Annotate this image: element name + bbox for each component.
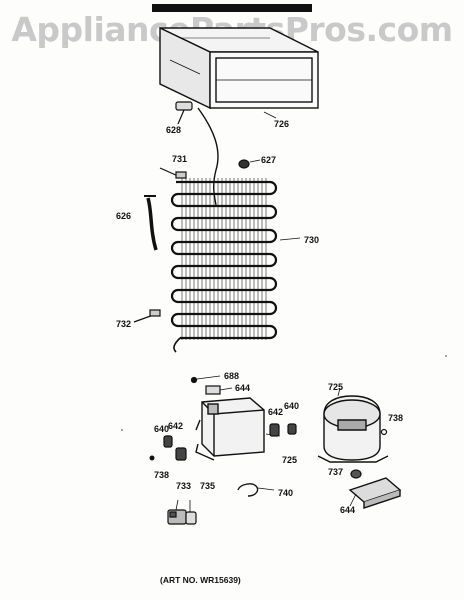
label-732: 732: [116, 319, 132, 329]
overload-735: [185, 500, 197, 525]
compressor-725-mid: [195, 397, 281, 461]
label-725-right: 725: [328, 382, 344, 392]
label-640-right: 640: [284, 401, 300, 411]
evaporator-box-726: [159, 26, 319, 110]
clip-628: [175, 101, 193, 125]
label-688: 688: [224, 371, 240, 381]
label-642-left: 642: [168, 421, 184, 431]
screw-688: [190, 375, 221, 384]
grommets-642-640-right: [269, 423, 297, 437]
label-737: 737: [328, 467, 344, 477]
compressor-725-right: [317, 387, 389, 463]
label-644-top: 644: [235, 383, 251, 393]
speck: [121, 429, 123, 431]
grommet-737: [350, 469, 362, 479]
grommet-627: [238, 159, 261, 169]
label-730: 730: [304, 235, 320, 245]
label-644-bottom: 644: [340, 505, 356, 515]
label-726: 726: [274, 119, 290, 129]
leader-733: [175, 499, 179, 511]
label-642-right: 642: [268, 407, 284, 417]
label-640-left: 640: [154, 424, 170, 434]
header-bar: [152, 4, 312, 12]
label-738-left: 738: [154, 470, 170, 480]
clip-731: [159, 167, 187, 179]
label-733: 733: [176, 481, 192, 491]
label-738-right: 738: [388, 413, 404, 423]
bracket-644-top: [205, 385, 233, 395]
label-628: 628: [166, 125, 182, 135]
grommets-640-642-left: [163, 435, 187, 461]
speck: [445, 355, 447, 357]
leader-726: [263, 111, 277, 119]
label-725-mid: 725: [282, 455, 298, 465]
label-740: 740: [278, 488, 294, 498]
bracket-644-bottom: [348, 477, 402, 509]
condenser-coil-730: [170, 178, 301, 353]
label-626: 626: [116, 211, 132, 221]
art-number: (ART NO. WR15639): [160, 575, 241, 585]
relay-733: [167, 509, 187, 525]
drain-tube-626: [146, 197, 158, 251]
screw-738-right: [380, 428, 388, 436]
clip-740: [237, 483, 275, 497]
label-731: 731: [172, 154, 188, 164]
clip-732: [133, 309, 161, 323]
label-627: 627: [261, 155, 277, 165]
screw-738-left: [149, 455, 155, 461]
label-735: 735: [200, 481, 216, 491]
refrigerant-tube: [197, 107, 219, 206]
